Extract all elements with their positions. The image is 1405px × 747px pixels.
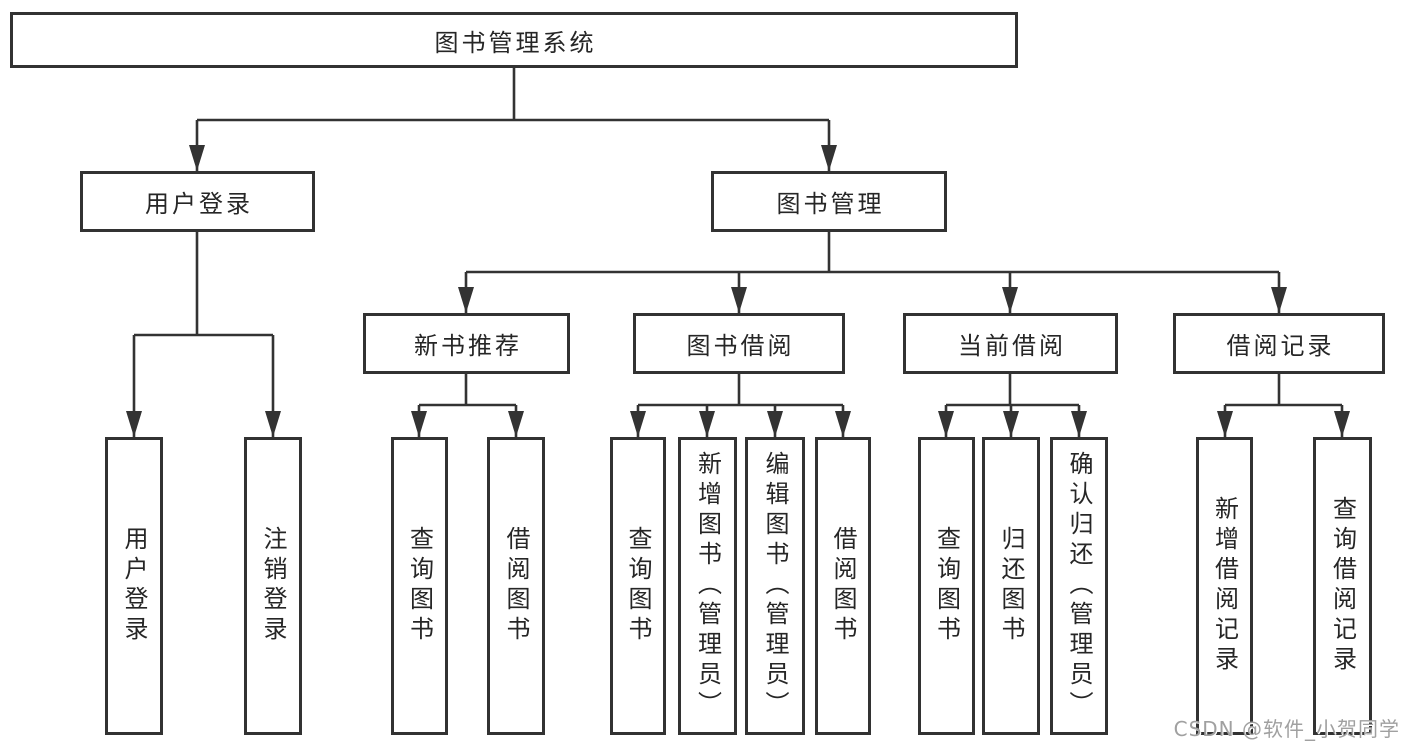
edge-borrow-record-to-leaves bbox=[1217, 374, 1350, 437]
node-new-book-recommend: 新书推荐 bbox=[363, 313, 570, 374]
edge-book-borrow-to-leaves bbox=[630, 374, 851, 437]
node-book-management: 图书管理 bbox=[711, 171, 947, 232]
edge-book-mgmt-to-level3 bbox=[458, 232, 1287, 313]
edge-root-to-level2 bbox=[189, 68, 837, 171]
edge-user-login-to-leaves bbox=[126, 232, 281, 437]
csdn-watermark: CSDN @软件_小贺同学 bbox=[1173, 717, 1400, 741]
node-current-borrow: 当前借阅 bbox=[903, 313, 1118, 374]
leaf-user-login: 用户登录 bbox=[105, 437, 163, 735]
node-book-borrow: 图书借阅 bbox=[633, 313, 845, 374]
leaf-add-book-admin: 新增图书（管理员） bbox=[678, 437, 737, 735]
leaf-return-book: 归还图书 bbox=[982, 437, 1040, 735]
leaf-query-borrow-record: 查询借阅记录 bbox=[1313, 437, 1372, 735]
leaf-query-book-3: 查询图书 bbox=[918, 437, 975, 735]
leaf-logout: 注销登录 bbox=[244, 437, 302, 735]
leaf-query-book-1: 查询图书 bbox=[391, 437, 448, 735]
leaf-edit-book-admin: 编辑图书（管理员） bbox=[745, 437, 805, 735]
leaf-confirm-return-admin: 确认归还（管理员） bbox=[1050, 437, 1108, 735]
node-user-login: 用户登录 bbox=[80, 171, 315, 232]
leaf-borrow-book-1: 借阅图书 bbox=[487, 437, 545, 735]
leaf-query-book-2: 查询图书 bbox=[610, 437, 666, 735]
leaf-add-borrow-record: 新增借阅记录 bbox=[1196, 437, 1253, 735]
edge-new-book-to-leaves bbox=[411, 374, 524, 437]
edge-current-borrow-to-leaves bbox=[938, 374, 1087, 437]
leaf-borrow-book-2: 借阅图书 bbox=[815, 437, 871, 735]
node-root-system: 图书管理系统 bbox=[10, 12, 1018, 68]
node-borrow-record: 借阅记录 bbox=[1173, 313, 1385, 374]
